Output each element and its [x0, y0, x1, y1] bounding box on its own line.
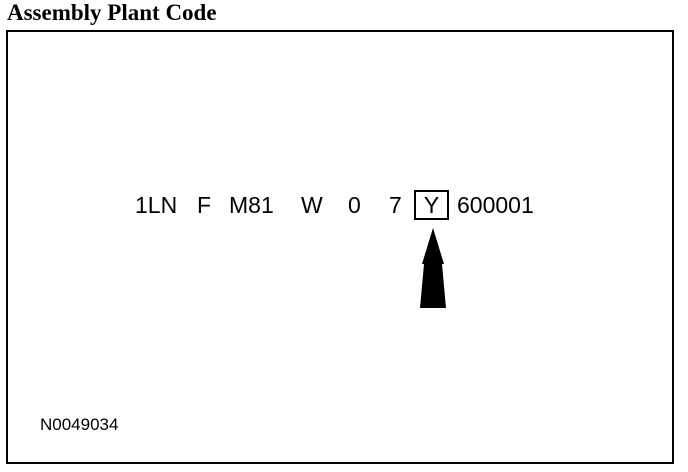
diagram-title: Assembly Plant Code — [7, 0, 217, 25]
vin-segment-line-series-body: M81 — [229, 192, 274, 218]
vin-segment-engine: W — [301, 192, 323, 218]
vin-segment-check-digit: 0 — [348, 192, 361, 218]
arrow-up-icon — [420, 228, 446, 308]
diagram-frame — [6, 30, 674, 464]
vin-segment-model-year: 7 — [389, 192, 402, 218]
figure-id: N0049034 — [40, 415, 119, 434]
vin-segment-restraint: F — [197, 192, 212, 218]
vin-code-row: 1LN F M81 W 0 7 Y 600001 — [0, 190, 688, 220]
vin-assembly-plant-code: Y — [414, 190, 449, 220]
vin-segment-wmi: 1LN — [135, 192, 178, 218]
vin-serial-number: 600001 — [457, 192, 534, 218]
